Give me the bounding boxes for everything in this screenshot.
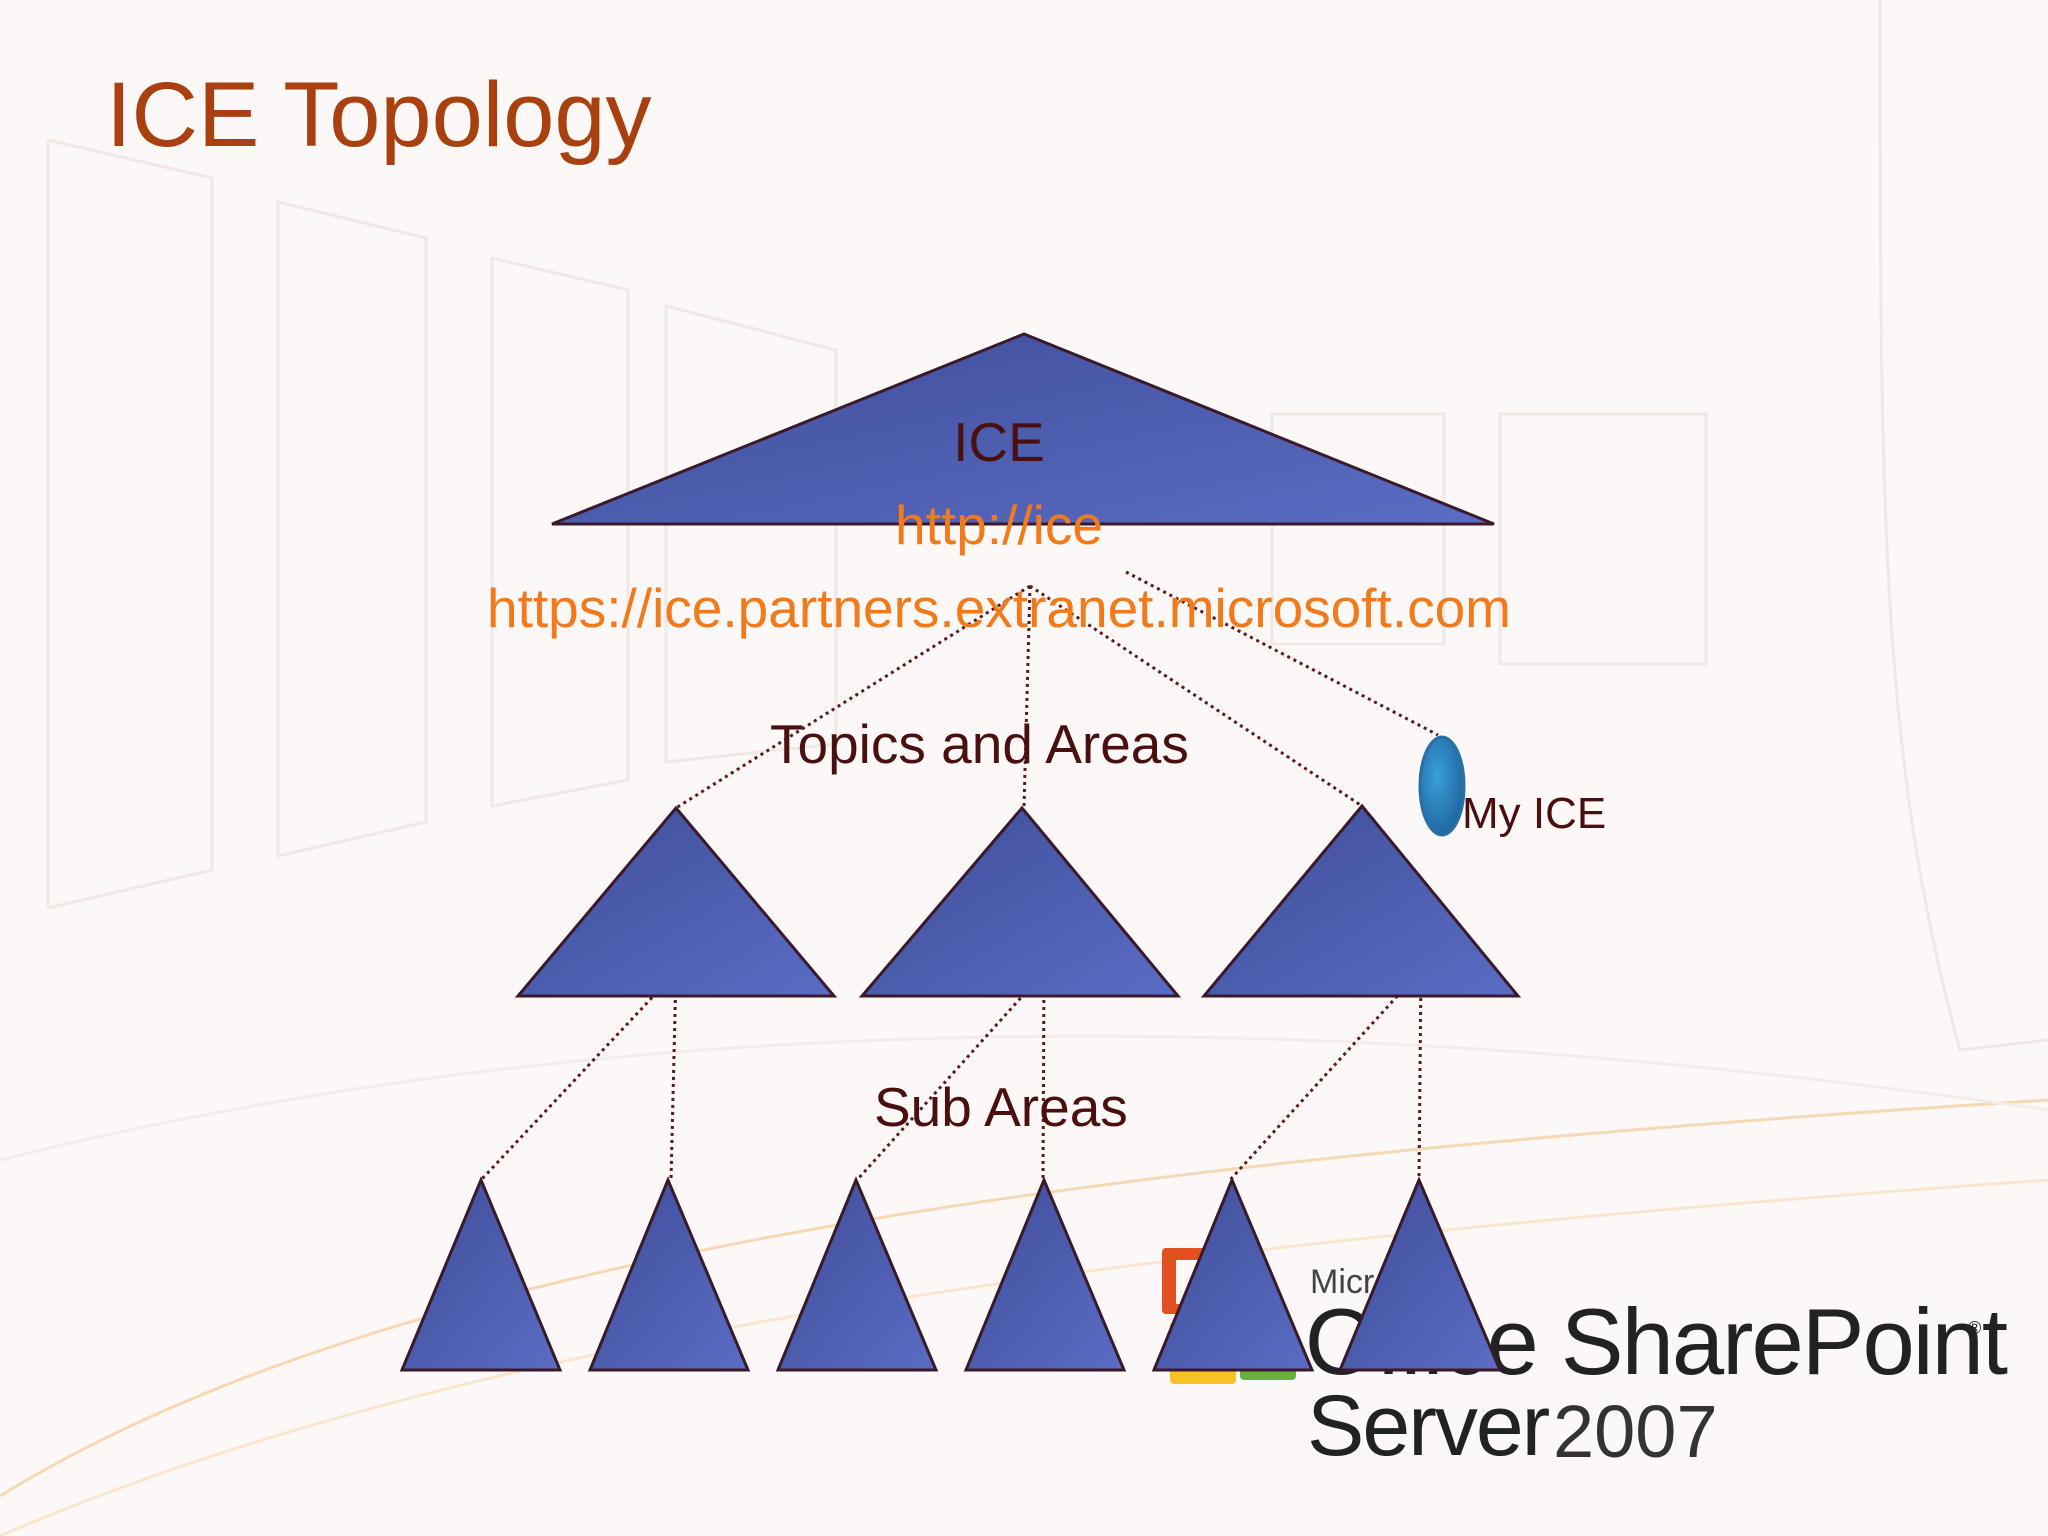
connector-line — [1022, 585, 1032, 809]
level1-label: Topics and Areas — [770, 713, 1189, 775]
subarea-triangle — [587, 1176, 751, 1372]
connector-line — [669, 971, 678, 1181]
root-node-label: ICE — [953, 411, 1045, 473]
root-url-extranet[interactable]: https://ice.partners.extranet.microsoft.… — [487, 577, 1511, 639]
connector-line — [479, 970, 678, 1182]
bg-panel — [1270, 412, 1446, 646]
connector-line — [855, 970, 1046, 1182]
root-triangle — [551, 332, 1495, 526]
bg-panel — [664, 304, 838, 764]
subarea-triangle — [1337, 1176, 1503, 1372]
bg-panel — [1498, 412, 1708, 666]
subarea-triangle — [963, 1176, 1127, 1372]
subarea-triangle — [399, 1176, 563, 1372]
subarea-triangle — [775, 1176, 939, 1372]
root-url-internal[interactable]: http://ice — [895, 494, 1103, 556]
my-ice-node — [1418, 735, 1466, 837]
topic-triangle — [1200, 803, 1522, 998]
bg-arch — [1878, 0, 2048, 1052]
bg-swoosh — [0, 1034, 2048, 1162]
bg-swoosh — [0, 1098, 2048, 1498]
bg-panel — [490, 256, 630, 808]
bg-panel — [276, 200, 428, 858]
logo-registered-mark: ® — [1968, 1318, 1982, 1338]
connector-line — [1228, 968, 1423, 1182]
connector-line — [1029, 584, 1363, 808]
topic-triangle — [858, 805, 1182, 998]
slide-title: ICE Topology — [106, 64, 652, 166]
connector-line — [1417, 969, 1423, 1181]
topic-triangle — [514, 805, 838, 998]
bg-panel — [46, 138, 214, 910]
logo-server-text: Server — [1307, 1378, 1550, 1474]
subarea-triangle — [1151, 1176, 1315, 1372]
level2-label: Sub Areas — [874, 1076, 1128, 1138]
my-ice-label: My ICE — [1462, 789, 1607, 838]
logo-year-text: 2007 — [1553, 1390, 1718, 1473]
connector-line — [1125, 570, 1439, 737]
